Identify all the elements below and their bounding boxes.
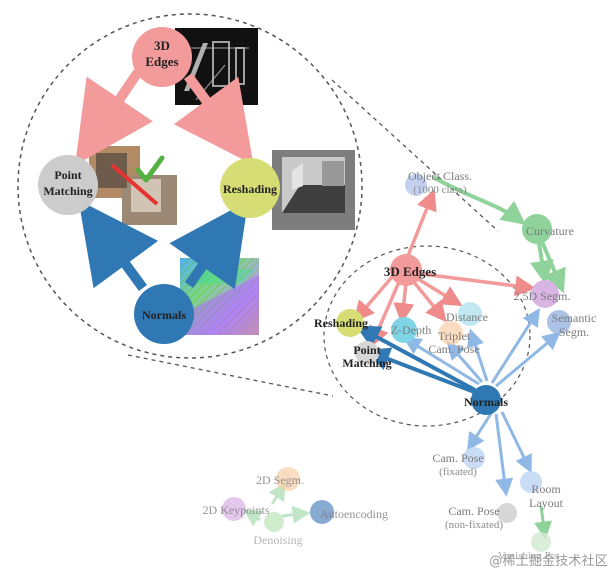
edge-roomlayout-vanishing xyxy=(534,505,553,540)
label-autoencoding: Autoencoding xyxy=(320,507,388,521)
node-z-depth xyxy=(391,317,417,343)
node-denoising xyxy=(264,512,284,532)
label-curvature: Curvature xyxy=(526,224,574,238)
watermark: @稀土掘金技术社区 xyxy=(489,554,608,569)
node-object-class xyxy=(405,174,427,196)
label-2d-segm: 2D Segm. xyxy=(256,473,304,487)
label-cam-pose-nonfixated: Cam. Pose xyxy=(448,504,499,518)
zoom-node-point-matching xyxy=(38,155,98,215)
zoom-label-point-line1: Point xyxy=(54,168,81,182)
label-reshading: Reshading xyxy=(314,316,368,330)
label-semantic-line2: Segm. xyxy=(559,325,589,339)
label-object-class-sub: (1000 class) xyxy=(413,184,467,196)
edge-3dedges-zdepth xyxy=(393,282,415,325)
label-triplet-line1: Triplet xyxy=(438,329,471,343)
label-room-layout-line1: Room xyxy=(531,482,561,496)
node-curvature xyxy=(522,214,552,244)
label-3d-edges: 3D Edges xyxy=(384,264,436,279)
edge-normals-reshading xyxy=(355,325,476,392)
edge-denoising-2dkeypoints xyxy=(242,509,263,527)
zoom-label-normals: Normals xyxy=(142,308,186,322)
label-normals: Normals xyxy=(464,395,508,409)
label-cam-pose-fixated-sub: (fixated) xyxy=(439,466,477,478)
label-object-class: Object Class. xyxy=(408,169,472,183)
node-cam-pose-nonfixated xyxy=(497,503,517,523)
node-3d-edges xyxy=(390,254,422,286)
zoom-label-point-line2: Matching xyxy=(43,184,92,198)
label-distance: Distance xyxy=(446,310,488,324)
edge-denoising-autoencoding xyxy=(281,505,311,524)
zoom-node-normals xyxy=(134,284,194,344)
node-autoencoding xyxy=(310,500,334,524)
label-triplet-line2: Cam. Pose xyxy=(428,342,479,356)
node-normals xyxy=(471,385,501,415)
node-room-layout xyxy=(520,471,542,493)
node-triplet-cam-pose xyxy=(439,321,463,345)
label-vanishing-pts: Vanishing Pts xyxy=(498,550,558,562)
node-vanishing-pts xyxy=(531,532,551,552)
label-cam-pose-nonfixated-sub: (non-fixated) xyxy=(445,519,503,531)
node-2d-segm xyxy=(276,467,300,491)
node-cam-pose-fixated xyxy=(463,447,485,469)
zoom-node-reshading xyxy=(220,158,280,218)
edge-normals-25d xyxy=(490,307,540,384)
label-cam-pose-fixated: Cam. Pose xyxy=(432,451,483,465)
node-25d-segm xyxy=(531,280,559,308)
zoom-label-3d-edges-line2: Edges xyxy=(145,54,178,69)
zoom-node-3d-edges xyxy=(132,27,192,87)
zoom-label-reshading: Reshading xyxy=(223,182,277,196)
zoom-edge-edges-point xyxy=(75,69,153,166)
edge-normals-roomlayout xyxy=(500,411,532,474)
edge-normals-triplet xyxy=(446,341,484,383)
label-z-depth: Z-Depth xyxy=(391,323,432,337)
edge-normals-distance xyxy=(466,328,489,382)
label-semantic-line1: Semantic xyxy=(552,311,597,325)
edge-3dedges-distance xyxy=(417,277,463,307)
node-distance xyxy=(458,302,482,326)
edge-normals-point xyxy=(365,347,478,395)
zoom-connector-bottom xyxy=(127,354,334,397)
node-2d-keypoints xyxy=(222,497,246,521)
node-semantic-segm xyxy=(547,310,571,334)
zoom-edge-normals-reshading xyxy=(169,200,249,290)
edge-3dedges-reshading xyxy=(353,275,394,323)
node-point-matching xyxy=(355,341,379,365)
edge-normals-zdepth xyxy=(402,337,480,386)
zoom-edge-normals-point xyxy=(78,200,159,291)
zoom-edge-edges-reshading xyxy=(173,73,254,165)
zoom-label-3d-edges-line1: 3D xyxy=(154,38,170,53)
label-point-line2: Matching xyxy=(342,356,391,370)
label-25d-segm: 2.5D Segm. xyxy=(514,289,571,303)
label-point-line1: Point xyxy=(353,343,380,357)
label-room-layout-line2: Layout xyxy=(529,496,564,510)
edge-object-curvature xyxy=(432,175,526,225)
zoom-circle xyxy=(17,13,363,359)
node-reshading xyxy=(336,309,364,337)
label-2d-keypoints: 2D Keypoints xyxy=(203,503,270,517)
edge-3dedges-25d xyxy=(421,272,537,297)
focus-circle xyxy=(323,245,531,427)
edge-3dedges-objectclass xyxy=(402,189,437,267)
label-denoising: Denoising xyxy=(253,533,302,547)
edge-normals-campose-nonfixated xyxy=(494,413,514,497)
edge-normals-semantic xyxy=(495,331,561,388)
edge-normals-campose-fixated xyxy=(467,411,494,452)
zoom-connector-top xyxy=(331,79,499,232)
edge-3dedges-triplet xyxy=(411,279,447,323)
